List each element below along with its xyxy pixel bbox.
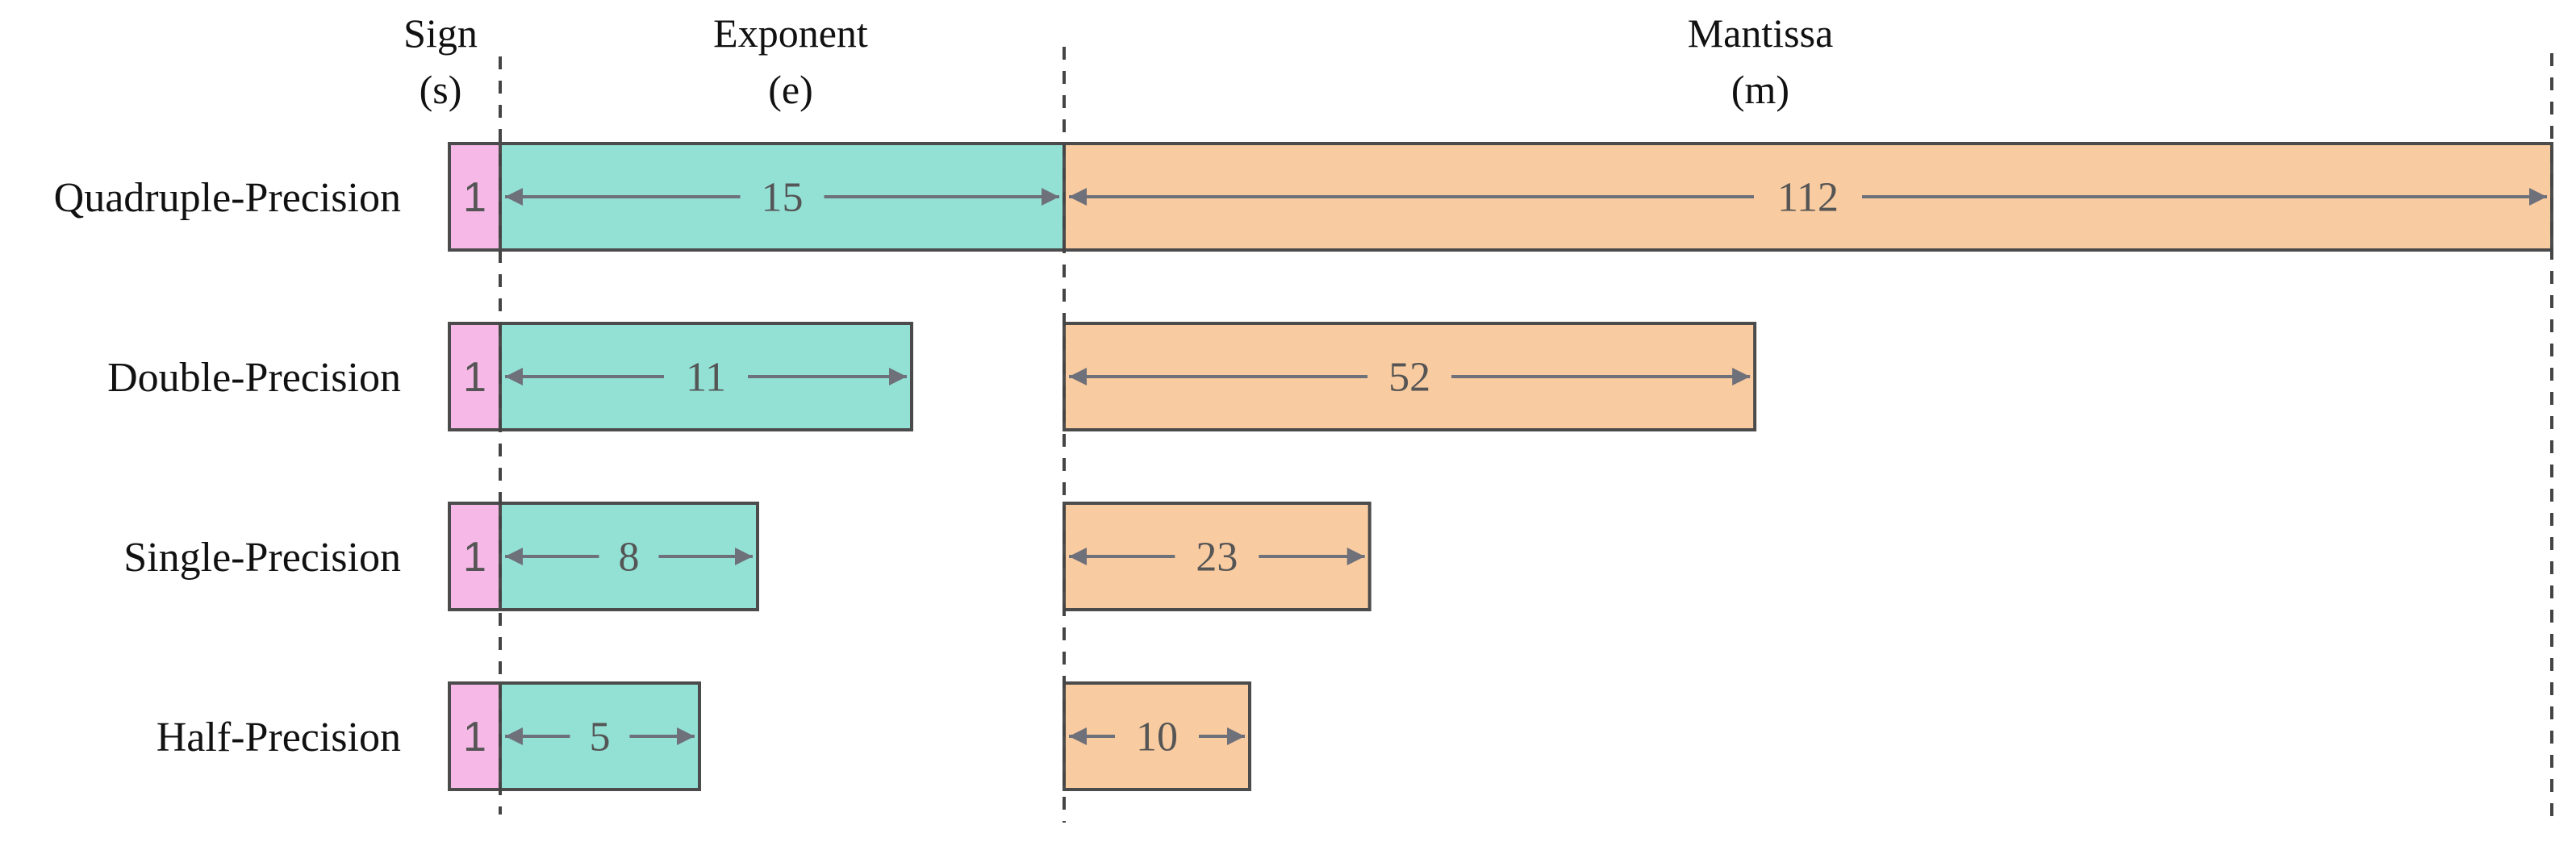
sign-field-box	[448, 322, 502, 431]
sign-field-box	[448, 681, 502, 791]
sign-field-bits-label: 1	[463, 174, 486, 221]
sign-field-box	[448, 142, 502, 252]
sign-header-title: Sign	[403, 10, 478, 56]
precision-label: Double-Precision	[107, 355, 401, 401]
column-headers: Sign (s) Exponent (e) Mantissa (m)	[403, 10, 1833, 112]
exponent-field-bits-label: 11	[686, 355, 726, 401]
precision-row: Quadruple-Precision 1 15 112	[54, 142, 2553, 252]
mantissa-field-bits-label: 52	[1388, 355, 1430, 401]
sign-field-box	[448, 502, 502, 611]
mantissa-field-bits-label: 112	[1777, 175, 1839, 221]
mantissa-header-symbol: (m)	[1731, 67, 1789, 112]
mantissa-field-bits-label: 23	[1196, 535, 1238, 581]
sign-field-bits-label: 1	[463, 534, 486, 581]
sign-field-bits-label: 1	[463, 714, 486, 760]
exponent-field-bits-label: 5	[590, 715, 611, 760]
precision-label: Quadruple-Precision	[54, 175, 401, 221]
exponent-field-bits-label: 8	[619, 535, 640, 581]
exponent-header-title: Exponent	[713, 10, 868, 56]
exponent-field-bits-label: 15	[762, 175, 804, 221]
mantissa-header-title: Mantissa	[1688, 10, 1834, 56]
field-divider-lines	[499, 47, 2553, 823]
precision-row: Half-Precision 1 5 10	[157, 681, 1251, 791]
precision-row: Single-Precision 1 8 23	[123, 502, 1372, 611]
precision-label: Single-Precision	[123, 535, 401, 581]
exponent-header-symbol: (e)	[768, 67, 813, 112]
mantissa-field-bits-label: 10	[1136, 715, 1178, 760]
sign-field-bits-label: 1	[463, 354, 486, 401]
sign-header-symbol: (s)	[420, 67, 462, 112]
precision-label: Half-Precision	[157, 715, 401, 760]
